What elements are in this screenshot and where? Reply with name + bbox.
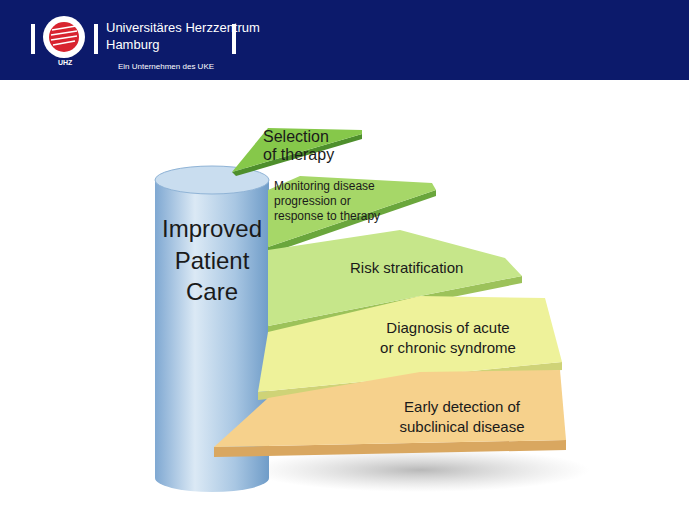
- wedge-label: Selection of therapy: [263, 128, 345, 165]
- logo-heart: [49, 22, 79, 52]
- wedge-early: [214, 370, 566, 447]
- wedge-label: Monitoring disease progression or respon…: [274, 179, 402, 224]
- logo-stripes: [51, 26, 77, 45]
- wedge-label: Diagnosis of acute or chronic syndrome: [378, 318, 518, 359]
- node-text: Early detection of subclinical disease: [382, 397, 542, 438]
- node-text: Risk stratification: [350, 259, 480, 277]
- header-text: Hamburg: [106, 37, 159, 52]
- header-bar: [0, 0, 689, 80]
- node-text: Diagnosis of acute or chronic syndrome: [378, 318, 518, 359]
- logo-text: UHZ: [58, 59, 72, 66]
- node-text: Selection of therapy: [263, 128, 345, 165]
- logo-circle: [43, 16, 85, 58]
- header-text: Ein Unternehmen des UKE: [118, 62, 214, 71]
- logo-bar: [31, 24, 35, 54]
- cylinder-label: Improved Patient Care: [158, 213, 266, 308]
- wedge-selection: [232, 128, 362, 172]
- header-text: Universitäres Herzzentrum: [106, 20, 260, 35]
- logo-bar: [94, 24, 98, 54]
- node-text: Monitoring disease progression or respon…: [274, 179, 402, 224]
- wedge-label: Early detection of subclinical disease: [382, 397, 542, 438]
- wedge-label: Risk stratification: [350, 259, 480, 277]
- node-text: Improved Patient Care: [158, 213, 266, 308]
